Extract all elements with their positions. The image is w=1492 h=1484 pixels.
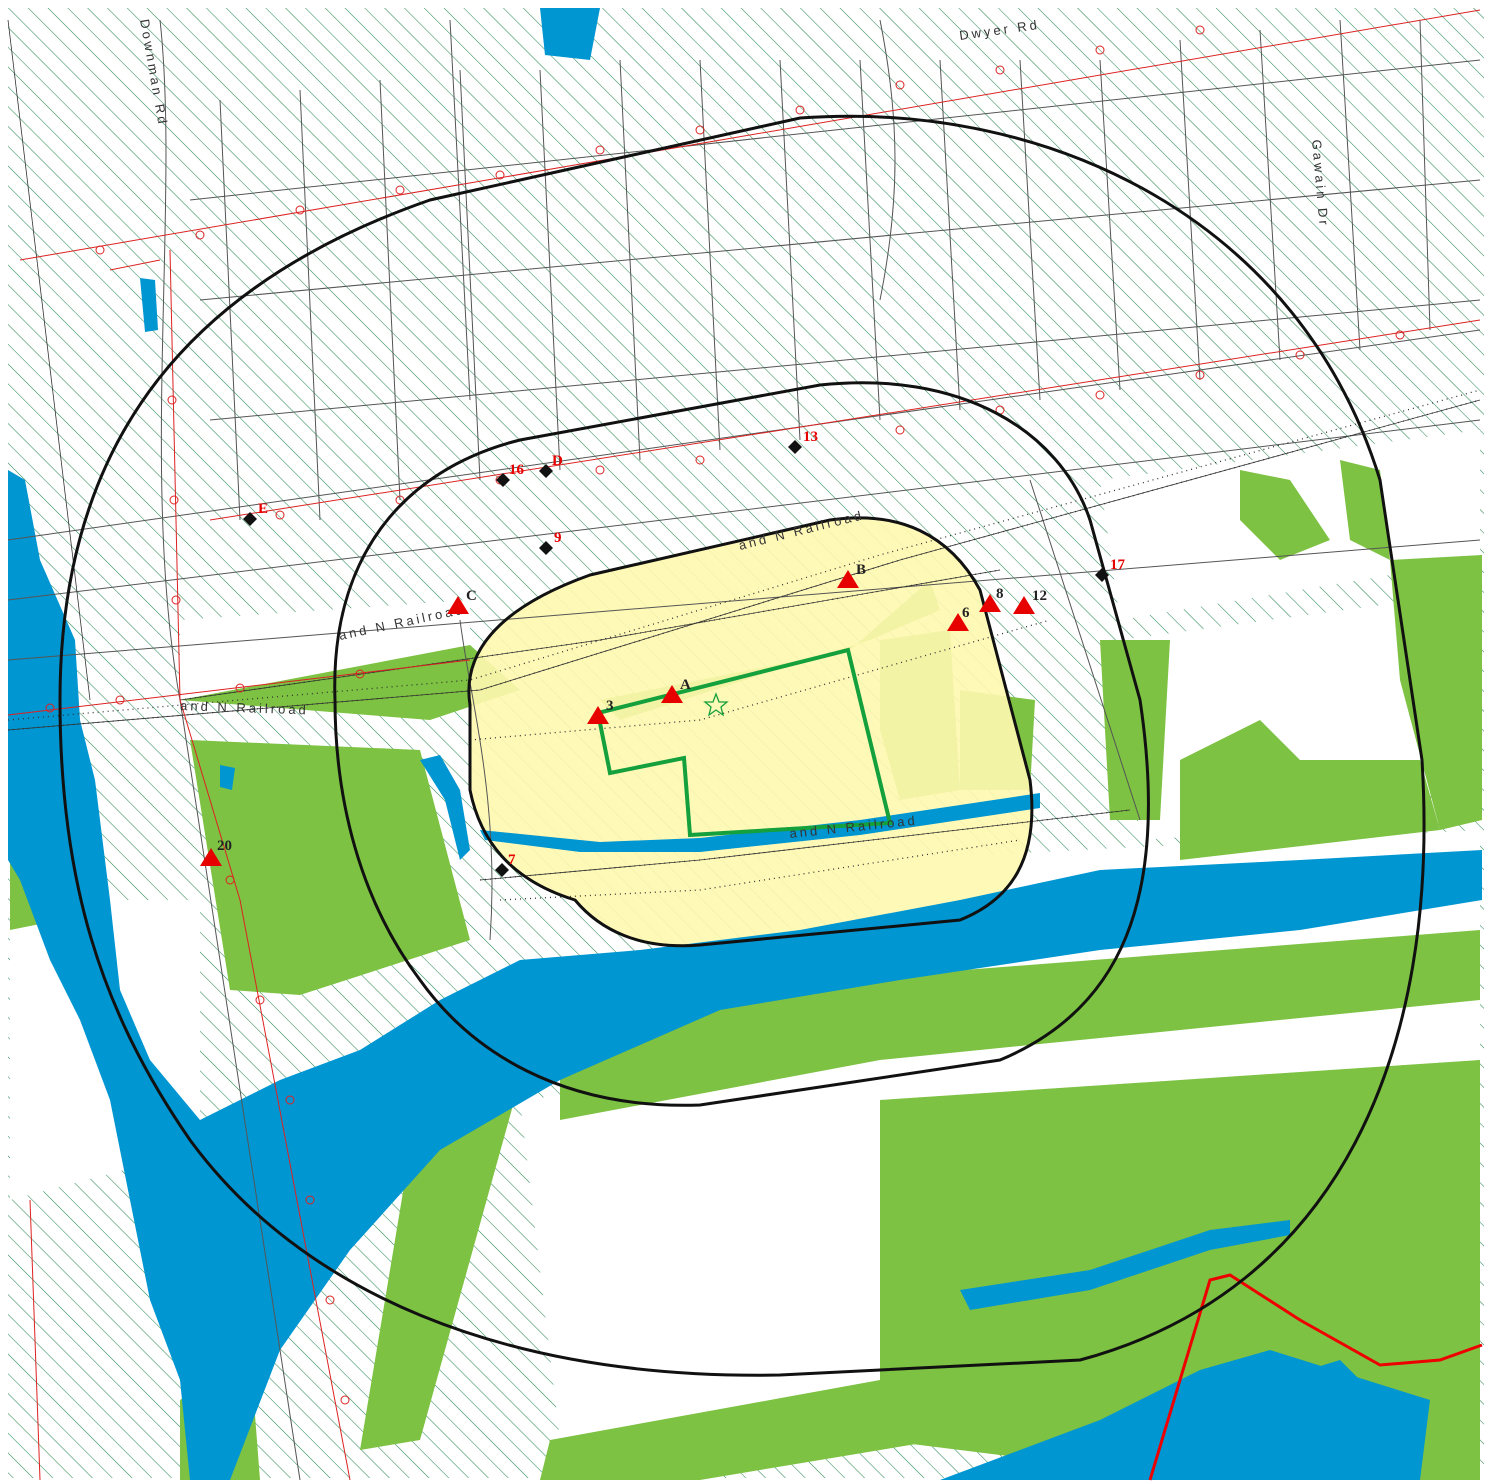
inner-ring (467, 516, 1034, 948)
triangle-marker-12[interactable] (1013, 596, 1035, 614)
marker-label-B: B (856, 562, 866, 578)
water-bodies (8, 8, 1482, 1480)
marker-label-12: 12 (1032, 588, 1047, 604)
marker-label-A: A (680, 677, 691, 693)
marker-label-20: 20 (217, 838, 232, 854)
red-boundary-line (1148, 1273, 1483, 1481)
star-outline-icon (703, 692, 729, 717)
diamond-marker-16[interactable] (496, 473, 510, 487)
marker-label-8: 8 (996, 586, 1004, 602)
diamond-marker-13[interactable] (788, 440, 802, 454)
diamond-marker-D[interactable] (539, 464, 553, 478)
outer-ring (58, 114, 1426, 1377)
triangle-marker-B[interactable] (837, 570, 859, 588)
triangle-marker-A[interactable] (661, 685, 683, 703)
diamond-marker-7[interactable] (495, 863, 509, 877)
marker-label-17: 17 (1110, 557, 1126, 573)
marker-label-7: 7 (508, 852, 516, 868)
diamond-marker-9[interactable] (539, 541, 553, 555)
site-boundary[interactable] (595, 647, 893, 838)
marker-label-13: 13 (803, 429, 818, 445)
triangle-marker-C[interactable] (447, 596, 469, 614)
triangle-marker-20[interactable] (200, 848, 222, 866)
marker-label-C: C (466, 588, 477, 604)
site-area[interactable] (468, 517, 1032, 946)
triangle-marker-3[interactable] (587, 706, 609, 724)
marker-label-6: 6 (962, 605, 970, 621)
marker-label-16: 16 (509, 462, 525, 478)
marker-label-9: 9 (554, 530, 562, 546)
diamond-marker-17[interactable] (1095, 568, 1109, 582)
middle-ring (333, 381, 1150, 1107)
marker-label-E: E (258, 501, 268, 517)
marker-label-D: D (552, 453, 563, 469)
street-network (7, 19, 1481, 1481)
triangle-marker-8[interactable] (979, 594, 1001, 612)
triangle-marker-6[interactable] (947, 613, 969, 631)
marker-label-3: 3 (606, 698, 614, 714)
monitoring-markers: 3 A B C 6 8 12 20 16 D 13E 9 17 7 (200, 429, 1126, 877)
railroad-label-3: and N Railroad (180, 698, 309, 717)
diamond-marker-E[interactable] (243, 512, 257, 526)
